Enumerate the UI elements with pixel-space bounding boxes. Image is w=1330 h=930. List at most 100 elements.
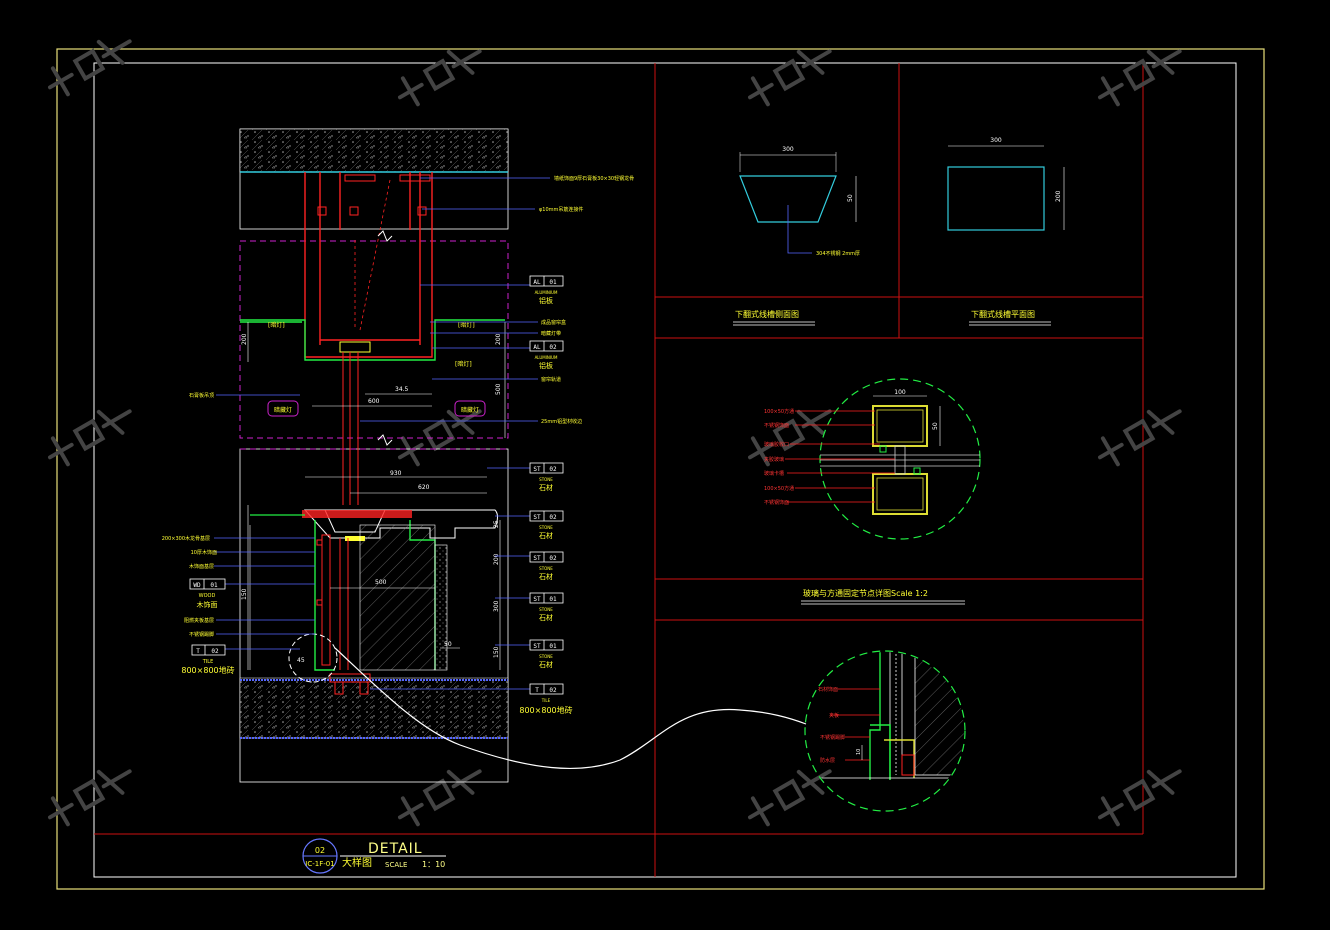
zhimo-watermark-logo: [398, 49, 482, 107]
zhimo-watermark-logo: [1098, 409, 1182, 467]
bubble-top-number: 02: [315, 846, 325, 855]
svg-text:STONE: STONE: [539, 525, 553, 530]
drawing-frame: [56, 48, 1265, 890]
svg-text:01: 01: [210, 582, 218, 589]
glass-node-detail: 100 50 100×50方通 不锈钢饰面 玻璃胶收口 夹胶玻璃 玻璃卡槽 10…: [764, 378, 981, 540]
inline-label-1: [暗灯]: [268, 321, 285, 329]
svg-text:ST: ST: [533, 514, 541, 521]
svg-text:02: 02: [549, 514, 557, 521]
detail-subtitle: 大样图: [342, 856, 372, 869]
svg-text:ST: ST: [533, 643, 541, 650]
svg-text:02: 02: [549, 687, 557, 694]
node-callout-2: 不锈钢饰面: [764, 422, 789, 429]
svg-text:石材: 石材: [539, 531, 553, 540]
node-callout-7: 不锈钢饰面: [764, 499, 789, 506]
zhimo-watermark-logo: [48, 409, 132, 467]
svg-text:石材: 石材: [539, 572, 553, 581]
svg-text:石材: 石材: [539, 660, 553, 669]
svg-text:ST: ST: [533, 596, 541, 603]
material-tag-right-5: ST 02 STONE 石材: [529, 551, 564, 581]
svg-text:AL: AL: [533, 279, 541, 286]
svg-text:铝板: 铝板: [539, 296, 553, 305]
dim-300: 300: [493, 600, 500, 612]
dim-500b: 500: [375, 579, 387, 586]
base-callout-2: 夹板: [829, 712, 839, 719]
svg-text:STONE: STONE: [539, 477, 553, 482]
svg-text:800×800地砖: 800×800地砖: [519, 705, 572, 715]
detail-title: DETAIL: [368, 841, 423, 857]
title-block: 02 IC-1F-01 DETAIL 大样图 SCALE 1：10: [302, 838, 446, 874]
callout-left-5: 阻燃夹板基层: [184, 617, 214, 624]
svg-text:铝板: 铝板: [539, 361, 553, 370]
base-callout-1: 石材饰面: [818, 686, 838, 693]
svg-text:ST: ST: [533, 466, 541, 473]
watermark-layer: [48, 39, 1182, 827]
floor-slab: [239, 677, 509, 739]
base-callout-4: 防水层: [820, 757, 835, 764]
zhimo-watermark-logo: [48, 769, 132, 827]
dim-ceil-h: 200: [241, 333, 248, 345]
tube-width-dim: 100: [894, 389, 906, 396]
dim-50: 50: [444, 641, 452, 648]
svg-text:TILE: TILE: [541, 698, 551, 703]
plan-height-dim: 200: [1055, 190, 1062, 202]
trough-height-dim: 50: [847, 194, 854, 202]
callout-left-2: 200×300木龙骨基层: [162, 535, 210, 542]
bubble-bottom-ref: IC-1F-01: [305, 860, 334, 868]
svg-text:石材: 石材: [539, 483, 553, 492]
trough-width-dim: 300: [782, 146, 794, 153]
right-leaders: [360, 284, 538, 690]
callout-right-1: 成品窗帘盒: [541, 319, 566, 326]
dim-150r: 150: [493, 646, 500, 658]
dim-200: 200: [493, 553, 500, 565]
plan-width-dim: 300: [990, 137, 1002, 144]
node-callout-4: 夹胶玻璃: [764, 456, 784, 463]
svg-text:TILE: TILE: [202, 659, 213, 665]
material-tag-right-1: AL 01 ALUMINIUM 铝板: [529, 275, 564, 305]
stone-sill: [247, 505, 498, 671]
dim-500: 500: [495, 383, 502, 395]
svg-text:ALUMINIUM: ALUMINIUM: [535, 290, 558, 295]
svg-text:800×800地砖: 800×800地砖: [181, 665, 234, 675]
dim-34-5: 34.5: [395, 386, 409, 393]
callout-left-1: 石膏板吊顶: [189, 392, 214, 399]
anchor-bolts: [317, 174, 431, 216]
svg-text:WD: WD: [193, 582, 201, 589]
ceiling-boards: [240, 319, 505, 361]
scale-label: SCALE: [385, 861, 407, 869]
top-leaders: [420, 177, 550, 210]
svg-text:AL: AL: [533, 344, 541, 351]
callout-right-2: 暗藏灯带: [541, 330, 561, 337]
svg-text:STONE: STONE: [539, 607, 553, 612]
zhimo-watermark-logo: [748, 769, 832, 827]
material-tag-right-6: ST 01 STONE 石材: [529, 592, 564, 622]
callout-left-6: 不锈钢踢脚: [189, 631, 214, 638]
trough-side-title: 下翻式线槽侧面图: [735, 309, 799, 319]
scale-value: 1：10: [422, 860, 445, 869]
node-callout-5: 玻璃卡槽: [764, 470, 784, 477]
svg-text:T: T: [535, 687, 539, 694]
callout-top-2: φ10mm吊筋连接件: [539, 206, 583, 213]
svg-text:STONE: STONE: [539, 566, 553, 571]
svg-text:ALUMINIUM: ALUMINIUM: [535, 355, 558, 360]
svg-text:ST: ST: [533, 555, 541, 562]
dim-150: 150: [241, 588, 248, 600]
node-callout-1: 100×50方通: [764, 408, 794, 415]
light-tag-right: 暗藏灯: [461, 406, 479, 414]
inline-label-3: [暗灯]: [455, 360, 472, 368]
callout-left-3: 10厚木饰面: [191, 549, 217, 556]
dimension-lines: [247, 322, 506, 670]
svg-text:01: 01: [549, 596, 557, 603]
svg-text:石材: 石材: [539, 613, 553, 622]
left-leaders: [214, 394, 315, 650]
concrete-slab-top: [239, 128, 509, 173]
material-tag-right-7: ST 01 STONE 石材: [529, 639, 564, 669]
svg-text:T: T: [196, 648, 200, 655]
curtain-box-structure: [304, 172, 433, 358]
dim-620: 620: [418, 484, 430, 491]
zhimo-watermark-logo: [748, 49, 832, 107]
dim-45: 45: [297, 657, 305, 664]
node-callout-6: 100×50方通: [764, 485, 794, 492]
detail-callout-leader: [334, 647, 807, 770]
